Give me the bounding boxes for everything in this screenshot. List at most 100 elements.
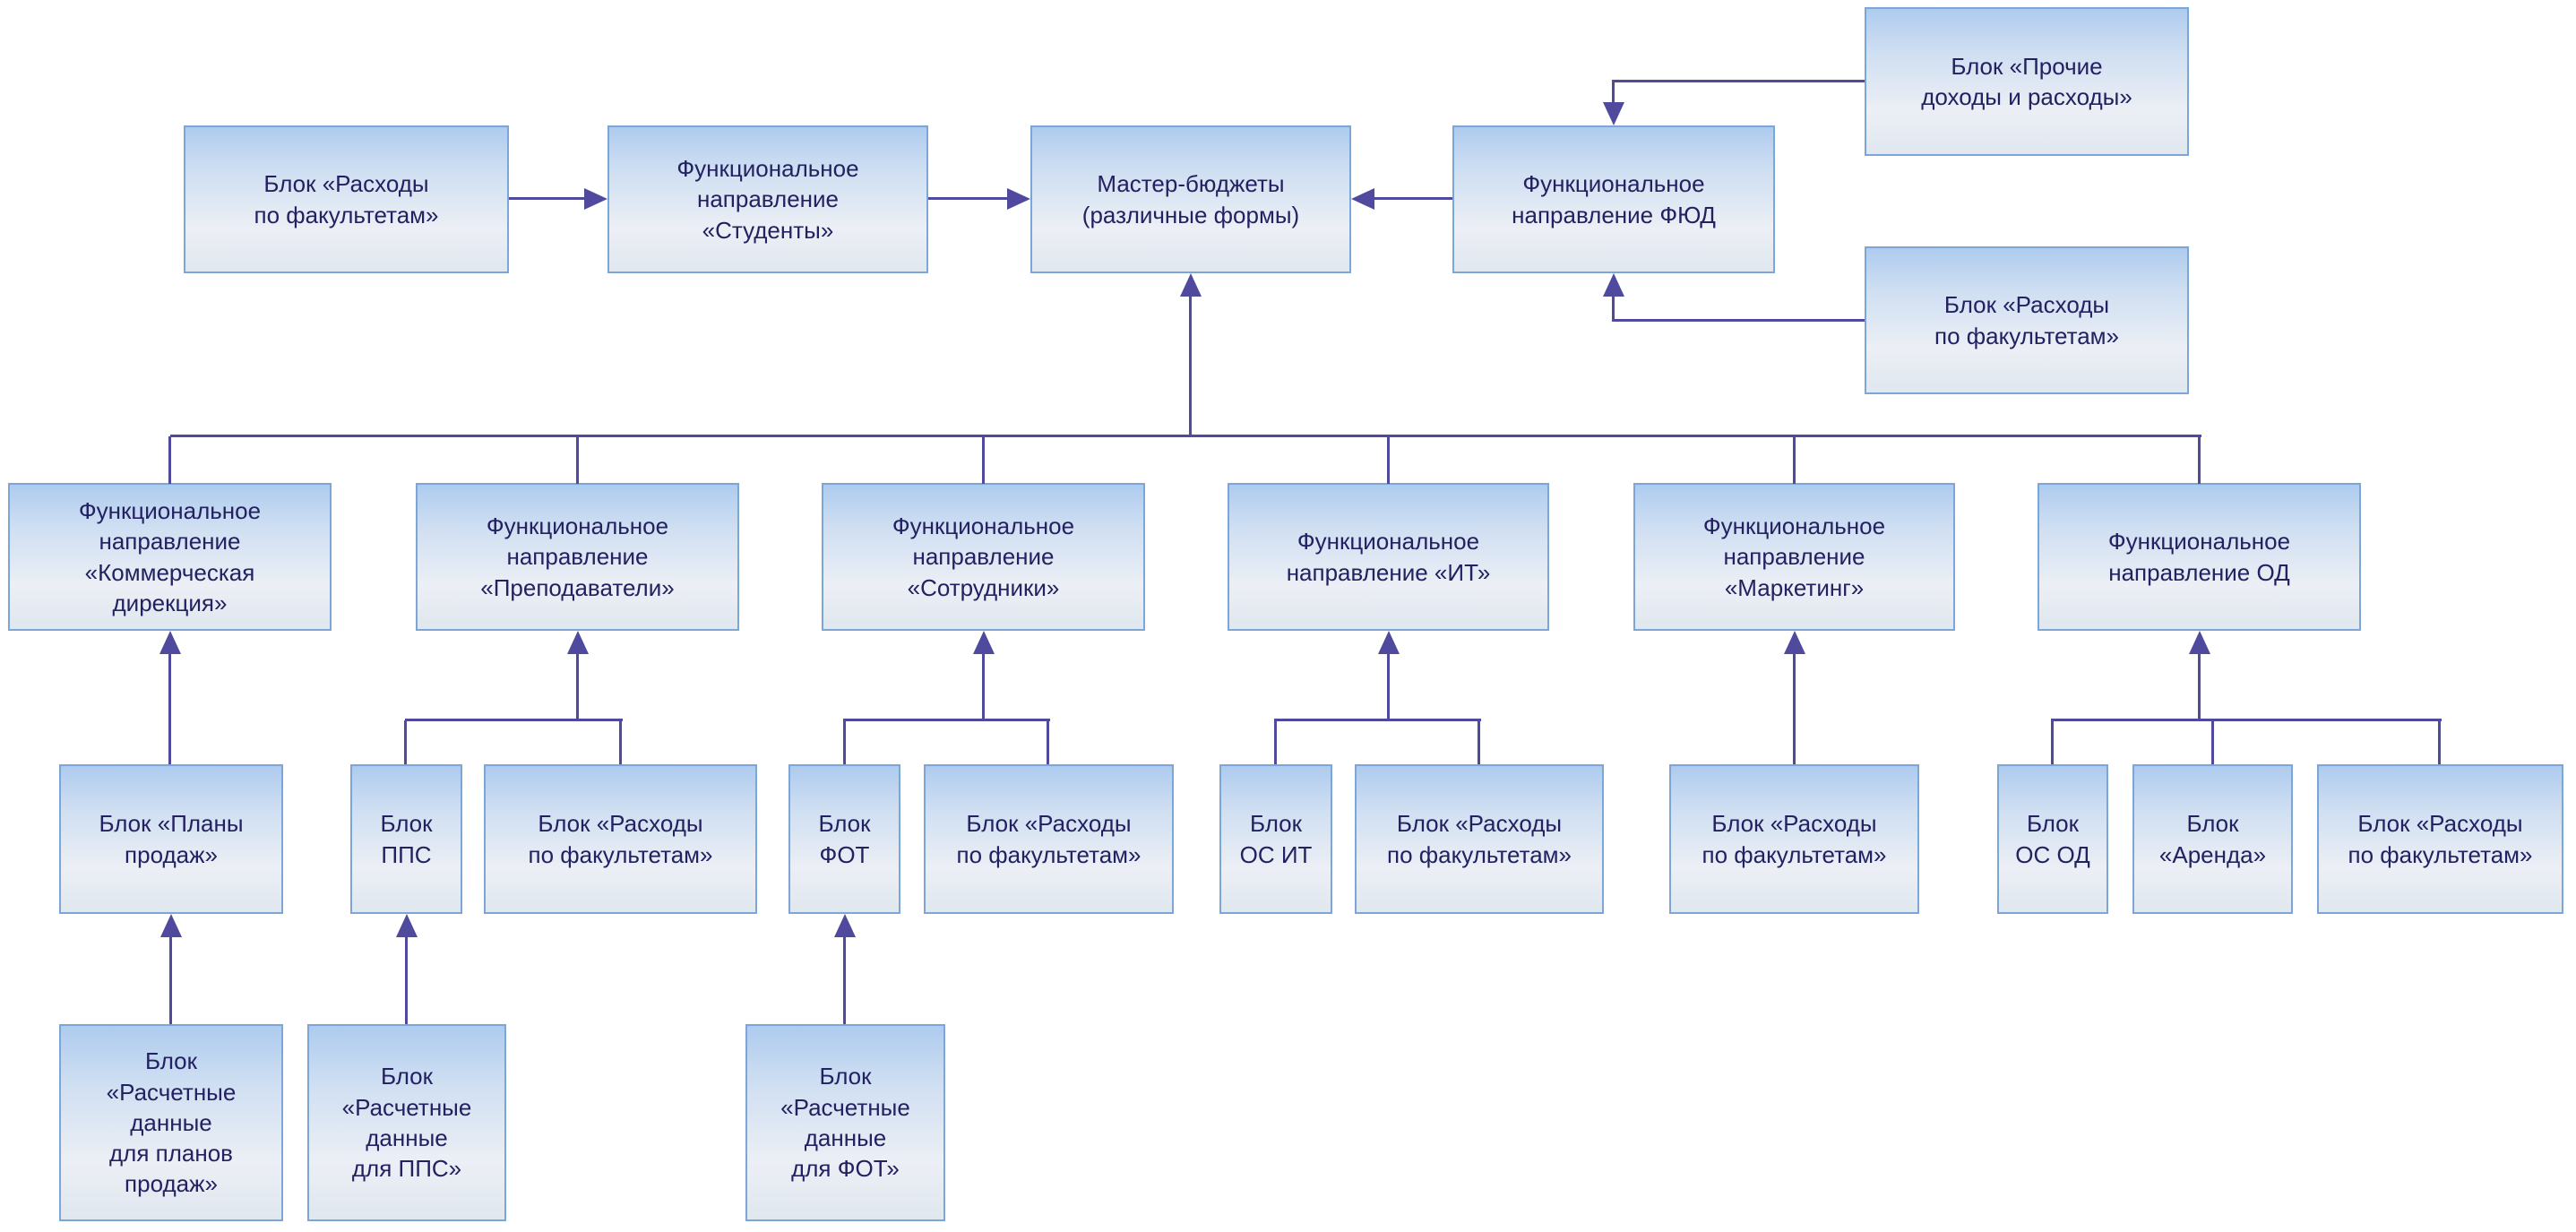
node-functional-direction-fyud: Функциональное направление ФЮД xyxy=(1452,125,1775,273)
node-label: Мастер-бюджеты (различные формы) xyxy=(1081,170,1300,228)
arrowhead-c3-merge xyxy=(973,631,995,654)
arrowhead-e2-d2 xyxy=(396,914,418,937)
node-label: Блок ФОТ xyxy=(818,810,871,868)
connector-bus-c6 xyxy=(2198,436,2201,484)
connector-e2-d2 xyxy=(405,935,408,1024)
arrowhead-b6-b4 xyxy=(1603,273,1624,297)
node-label: Блок «Расходы по факультетам» xyxy=(956,810,1142,868)
node-label: Блок «Расходы по факультетам» xyxy=(528,810,713,868)
node-label: Блок «Расходы по факультетам» xyxy=(1386,810,1572,868)
connector-bus-c5 xyxy=(1793,436,1796,484)
node-block-expenses-by-faculty-it: Блок «Расходы по факультетам» xyxy=(1355,764,1604,914)
node-label: Функциональное направление «Маркетинг» xyxy=(1702,513,1886,601)
connector-d3-bar xyxy=(619,720,622,764)
connector-bus-b3 xyxy=(1189,295,1192,436)
connector-e3-d4 xyxy=(843,935,846,1024)
arrowhead-b4-b3 xyxy=(1351,188,1374,210)
connector-bus-c4 xyxy=(1387,436,1390,484)
connector-c2-merge-bar xyxy=(405,719,623,721)
connector-bus-c1 xyxy=(168,436,171,484)
connector-d2-bar xyxy=(404,720,407,764)
node-label: Блок ОС ИТ xyxy=(1239,810,1313,868)
connector-d8-c5 xyxy=(1793,652,1796,764)
connector-b4-b3 xyxy=(1371,197,1452,200)
node-label: Блок «Расходы по факультетам» xyxy=(1702,810,1887,868)
connector-d10-bar xyxy=(2211,720,2214,764)
arrowhead-bus-b3 xyxy=(1180,273,1202,297)
connector-e1-d1 xyxy=(169,935,172,1024)
connector-c4-merge-v xyxy=(1387,652,1390,720)
node-functional-direction-marketing: Функциональное направление «Маркетинг» xyxy=(1633,483,1955,631)
connector-b6-b4-v xyxy=(1612,295,1615,322)
node-block-expenses-by-faculty-top: Блок «Расходы по факультетам» xyxy=(184,125,509,273)
node-label: Блок «Расчетные данные для планов продаж… xyxy=(106,1047,237,1198)
arrowhead-c2-merge xyxy=(567,631,589,654)
connector-c4-merge-bar xyxy=(1274,719,1481,721)
node-label: Функциональное направление «Преподавател… xyxy=(480,513,675,601)
node-block-expenses-by-faculty-teachers: Блок «Расходы по факультетам» xyxy=(484,764,757,914)
arrowhead-c6-merge xyxy=(2189,631,2210,654)
node-block-expenses-by-faculty-employees: Блок «Расходы по факультетам» xyxy=(924,764,1174,914)
node-block-expenses-by-faculty-marketing: Блок «Расходы по факультетам» xyxy=(1669,764,1919,914)
connector-bus xyxy=(170,435,2201,437)
node-block-os-it: Блок ОС ИТ xyxy=(1219,764,1332,914)
connector-c2-merge-v xyxy=(576,652,579,720)
node-label: Блок «Расходы по факультетам» xyxy=(254,170,439,228)
node-block-pps: Блок ППС xyxy=(350,764,462,914)
node-label: Блок «Аренда» xyxy=(2158,810,2267,868)
node-label: Блок «Расходы по факультетам» xyxy=(2348,810,2533,868)
arrowhead-b5-b4 xyxy=(1603,102,1624,125)
node-block-expenses-by-faculty-od: Блок «Расходы по факультетам» xyxy=(2317,764,2563,914)
node-label: Функциональное направление «Студенты» xyxy=(676,155,859,244)
node-functional-direction-teachers: Функциональное направление «Преподавател… xyxy=(416,483,739,631)
node-block-arenda: Блок «Аренда» xyxy=(2132,764,2293,914)
connector-bus-c3 xyxy=(982,436,985,484)
node-block-os-od: Блок ОС ОД xyxy=(1997,764,2108,914)
arrowhead-c4-merge xyxy=(1378,631,1400,654)
node-functional-direction-employees: Функциональное направление «Сотрудники» xyxy=(822,483,1145,631)
connector-c6-merge-bar xyxy=(2051,719,2442,721)
node-functional-direction-students: Функциональное направление «Студенты» xyxy=(607,125,928,273)
node-block-calc-data-fot: Блок «Расчетные данные для ФОТ» xyxy=(745,1024,945,1221)
connector-d7-bar xyxy=(1478,720,1480,764)
connector-c6-merge-v xyxy=(2198,652,2201,720)
node-label: Функциональное направление ОД xyxy=(2107,528,2291,586)
node-label: Блок «Прочие доходы и расходы» xyxy=(1921,52,2132,110)
node-label: Блок ППС xyxy=(380,810,433,868)
connector-d9-bar xyxy=(2051,720,2054,764)
arrowhead-d1-c1 xyxy=(159,631,181,654)
node-label: Функциональное направление «Сотрудники» xyxy=(892,513,1075,601)
node-functional-direction-commercial: Функциональное направление «Коммерческая… xyxy=(8,483,332,631)
connector-d4-bar xyxy=(843,720,846,764)
node-label: Функциональное направление «ИТ» xyxy=(1286,528,1491,586)
node-block-sales-plans: Блок «Планы продаж» xyxy=(59,764,283,914)
connector-d6-bar xyxy=(1274,720,1277,764)
node-block-expenses-by-faculty-right: Блок «Расходы по факультетам» xyxy=(1865,246,2189,394)
node-functional-direction-it: Функциональное направление «ИТ» xyxy=(1228,483,1549,631)
node-label: Функциональное направление ФЮД xyxy=(1512,170,1716,228)
node-label: Блок «Планы продаж» xyxy=(99,810,244,868)
node-label: Блок «Расчетные данные для ФОТ» xyxy=(780,1063,910,1183)
node-label: Блок ОС ОД xyxy=(2015,810,2090,868)
arrowhead-b1-b2 xyxy=(584,188,607,210)
node-block-calc-data-pps: Блок «Расчетные данные для ППС» xyxy=(307,1024,506,1221)
connector-c3-merge-v xyxy=(982,652,985,720)
node-functional-direction-od: Функциональное направление ОД xyxy=(2038,483,2361,631)
node-block-calc-data-sales-plans: Блок «Расчетные данные для планов продаж… xyxy=(59,1024,283,1221)
node-block-fot: Блок ФОТ xyxy=(788,764,900,914)
connector-b2-b3 xyxy=(928,197,1011,200)
arrowhead-d8-c5 xyxy=(1784,631,1805,654)
connector-b1-b2 xyxy=(509,197,588,200)
node-label: Функциональное направление «Коммерческая… xyxy=(78,496,262,616)
connector-d11-bar xyxy=(2438,720,2441,764)
node-label: Блок «Расходы по факультетам» xyxy=(1934,291,2120,349)
connector-b6-b4-h xyxy=(1614,319,1865,322)
connector-bus-c2 xyxy=(576,436,579,484)
node-label: Блок «Расчетные данные для ППС» xyxy=(341,1063,472,1183)
connector-b5-b4-h xyxy=(1614,80,1865,82)
connector-d1-c1 xyxy=(168,652,171,764)
node-master-budgets: Мастер-бюджеты (различные формы) xyxy=(1030,125,1351,273)
connector-b5-b4-v xyxy=(1612,80,1615,107)
node-block-other-income-expenses: Блок «Прочие доходы и расходы» xyxy=(1865,7,2189,156)
